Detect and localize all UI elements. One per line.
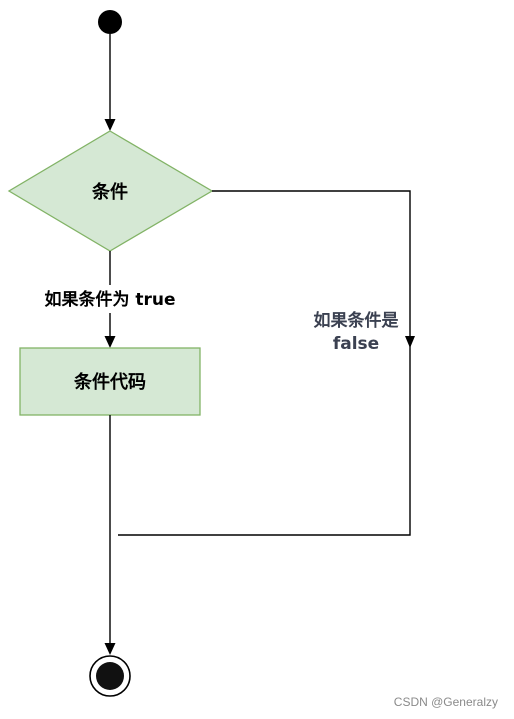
false-branch-label-line1: 如果条件是 [314, 310, 399, 331]
condition-code-label: 条件代码 [73, 371, 146, 393]
edge-false-branch [118, 190, 411, 536]
start-node [98, 10, 122, 34]
end-node-inner [96, 662, 124, 690]
arrowhead-start-to-condition [104, 119, 116, 131]
true-label-background [28, 285, 192, 313]
arrowhead-code-to-end [104, 643, 116, 655]
arrowhead-condition-to-code [104, 336, 116, 348]
condition-label: 条件 [91, 181, 128, 203]
false-branch-label-line2: false [333, 334, 379, 354]
arrowhead-false-branch [405, 336, 415, 348]
watermark: CSDN @Generalzy [394, 695, 498, 709]
true-branch-label: 如果条件为 true [44, 289, 175, 310]
